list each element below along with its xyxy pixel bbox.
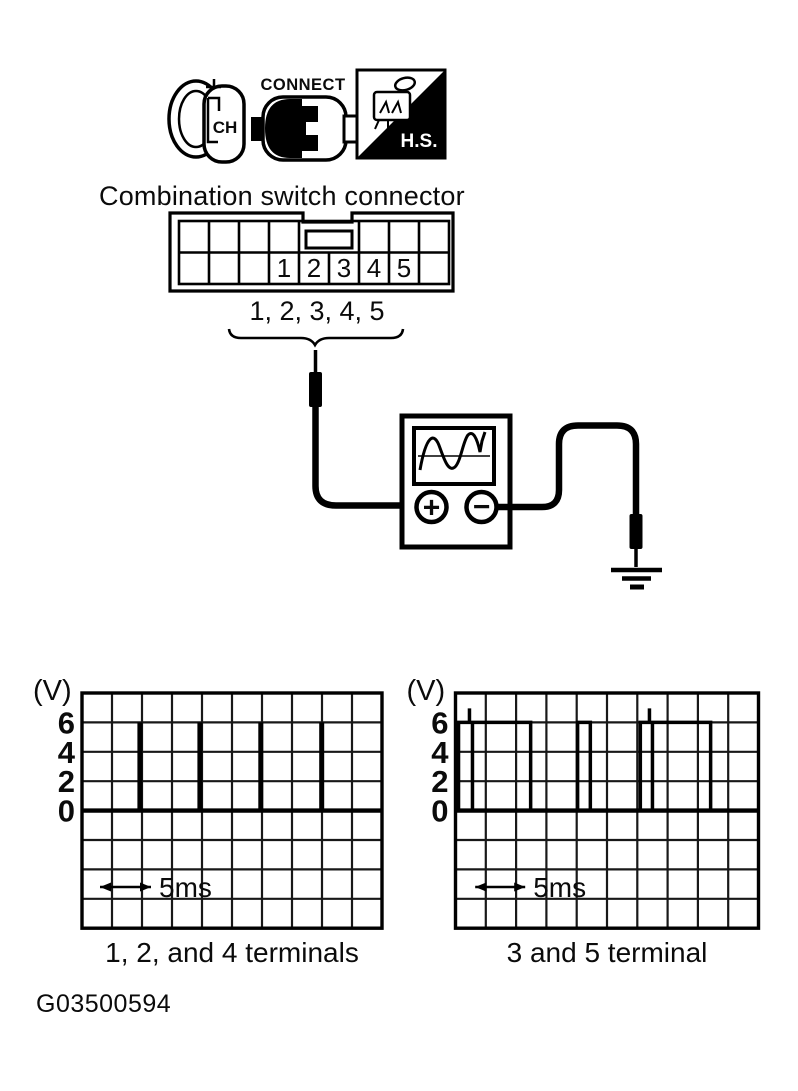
positive-terminal — [414, 489, 449, 525]
negative-lead-wire — [497, 422, 640, 516]
terminal-1: 1 — [277, 253, 291, 283]
svg-text:6: 6 — [58, 705, 75, 740]
terminal-2: 2 — [307, 253, 321, 283]
sine-wave-icon — [418, 431, 487, 471]
test-circuit: + − — [309, 350, 662, 590]
terminal-4: 4 — [367, 253, 381, 283]
svg-text:2: 2 — [431, 764, 448, 799]
high-speed-scope-icon: H.S. — [355, 68, 447, 160]
terminal-brace — [227, 328, 405, 348]
connector-latch-slot — [304, 229, 354, 250]
svg-text:0: 0 — [58, 794, 75, 829]
positive-probe-grip — [309, 372, 322, 407]
right-chart-caption: 3 and 5 terminal — [506, 937, 708, 968]
negative-terminal — [464, 489, 499, 525]
terminal-3: 3 — [337, 253, 351, 283]
svg-text:5ms: 5ms — [533, 872, 586, 903]
svg-text:4: 4 — [431, 735, 449, 770]
positive-terminal-label: + — [423, 492, 441, 525]
svg-text:6: 6 — [431, 705, 448, 740]
ground-symbol — [611, 567, 662, 590]
svg-text:2: 2 — [58, 764, 75, 799]
connector-pin-diagram: 1 2 3 4 5 — [168, 211, 455, 293]
figure-id: G03500594 — [36, 990, 172, 1018]
connector-title: Combination switch connector — [99, 181, 465, 211]
connect-icon: CONNECT — [251, 76, 360, 162]
ch-icon-label: CH — [213, 118, 238, 137]
negative-terminal-label: − — [473, 491, 491, 524]
check-connector-icon: CH — [167, 79, 246, 164]
svg-text:4: 4 — [58, 735, 76, 770]
svg-text:0: 0 — [431, 794, 448, 829]
svg-text:5ms: 5ms — [159, 872, 212, 903]
svg-text:(V): (V) — [407, 675, 446, 707]
terminal-5: 5 — [397, 253, 411, 283]
hs-icon-label: H.S. — [401, 131, 438, 152]
connect-icon-label: CONNECT — [260, 76, 345, 94]
svg-text:(V): (V) — [33, 675, 72, 707]
positive-lead-wire — [312, 404, 416, 509]
negative-probe-grip — [629, 514, 643, 549]
terminal-list-label: 1, 2, 3, 4, 5 — [249, 296, 385, 326]
left-chart-caption: 1, 2, and 4 terminals — [105, 937, 359, 968]
tester-sketch-icon — [372, 76, 417, 130]
